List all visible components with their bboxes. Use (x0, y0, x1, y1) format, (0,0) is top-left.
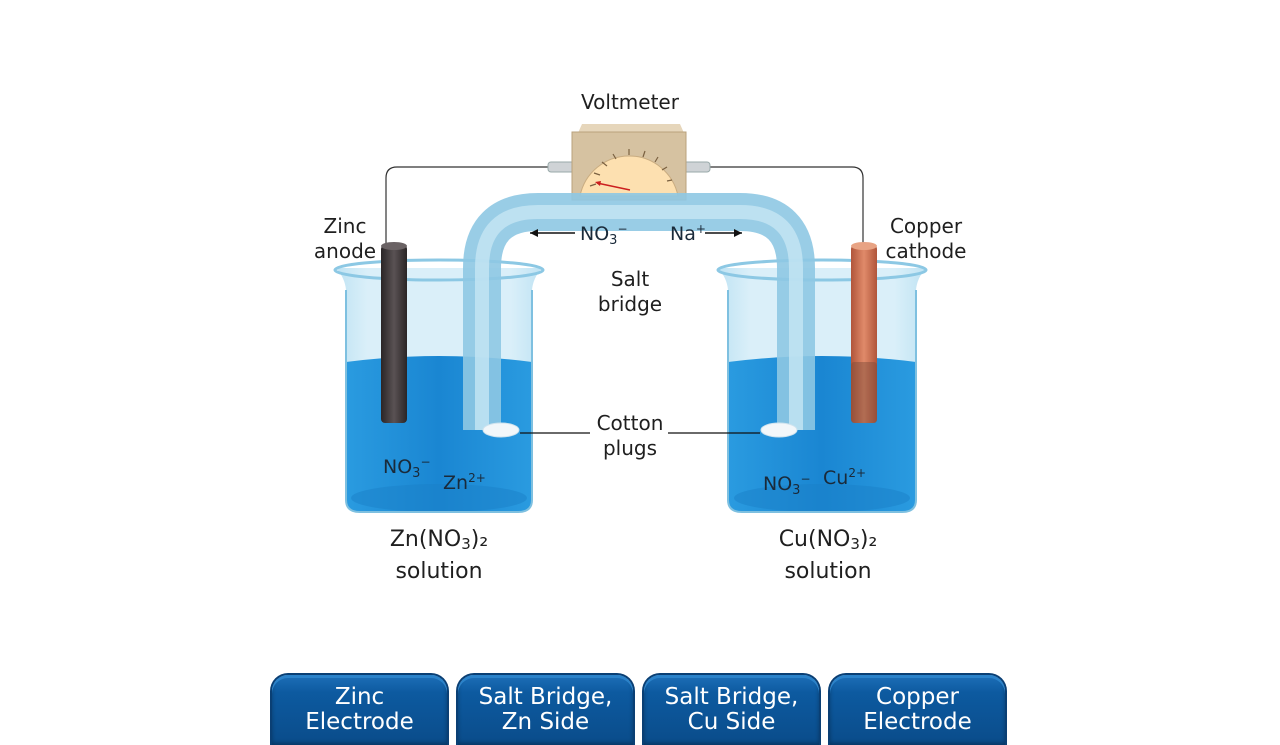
voltmeter-needle (596, 182, 631, 191)
cotton-plugs-label-line1: Cotton (596, 411, 664, 435)
bridge-ion-nitrate: NO3− (580, 222, 628, 248)
anode-label: Zinc anode (305, 214, 385, 264)
voltmeter-label: Voltmeter (581, 90, 679, 114)
cathode-label-line2: cathode (885, 239, 967, 263)
wire-left (385, 166, 550, 245)
salt-bridge (463, 193, 815, 438)
cotton-plugs-label-line2: plugs (602, 436, 658, 460)
salt-bridge-zn-side-button[interactable]: Salt Bridge,Zn Side (458, 675, 633, 745)
cathode-label: Copper cathode (880, 214, 972, 264)
zinc-anode (381, 242, 407, 423)
salt-bridge-cu-side-button[interactable]: Salt Bridge,Cu Side (644, 675, 819, 745)
left-solution-word: solution (395, 559, 483, 584)
right-solution-formula: Cu(NO3)₂ (778, 527, 878, 553)
left-solution-formula: Zn(NO3)₂ (389, 527, 489, 553)
left-solution-label: Zn(NO3)₂ solution (369, 526, 509, 585)
salt-bridge-label: Salt bridge (586, 267, 674, 317)
copper-cathode (851, 242, 877, 423)
left-ion-nitrate: NO3− (383, 455, 431, 481)
cotton-plug-left (482, 422, 520, 438)
wire-right (708, 166, 864, 245)
right-solution-label: Cu(NO3)₂ solution (758, 526, 898, 585)
cotton-plug-right (760, 422, 798, 438)
voltmeter (547, 124, 711, 201)
salt-bridge-label-line1: Salt (610, 267, 650, 291)
right-solution-word: solution (784, 559, 872, 584)
right-ion-copper: Cu2+ (823, 466, 867, 489)
anode-label-line1: Zinc (323, 214, 367, 238)
left-beaker (333, 258, 545, 513)
galvanic-cell-diagram (333, 124, 928, 513)
left-ion-zinc: Zn2+ (443, 471, 486, 494)
cotton-plugs-label: Cotton plugs (588, 411, 672, 461)
right-beaker (716, 258, 928, 513)
bridge-ion-sodium: Na+ (670, 222, 706, 245)
salt-bridge-label-line2: bridge (597, 292, 663, 316)
anode-label-line2: anode (313, 239, 377, 263)
right-ion-nitrate: NO3− (763, 472, 811, 498)
cathode-label-line1: Copper (889, 214, 963, 238)
